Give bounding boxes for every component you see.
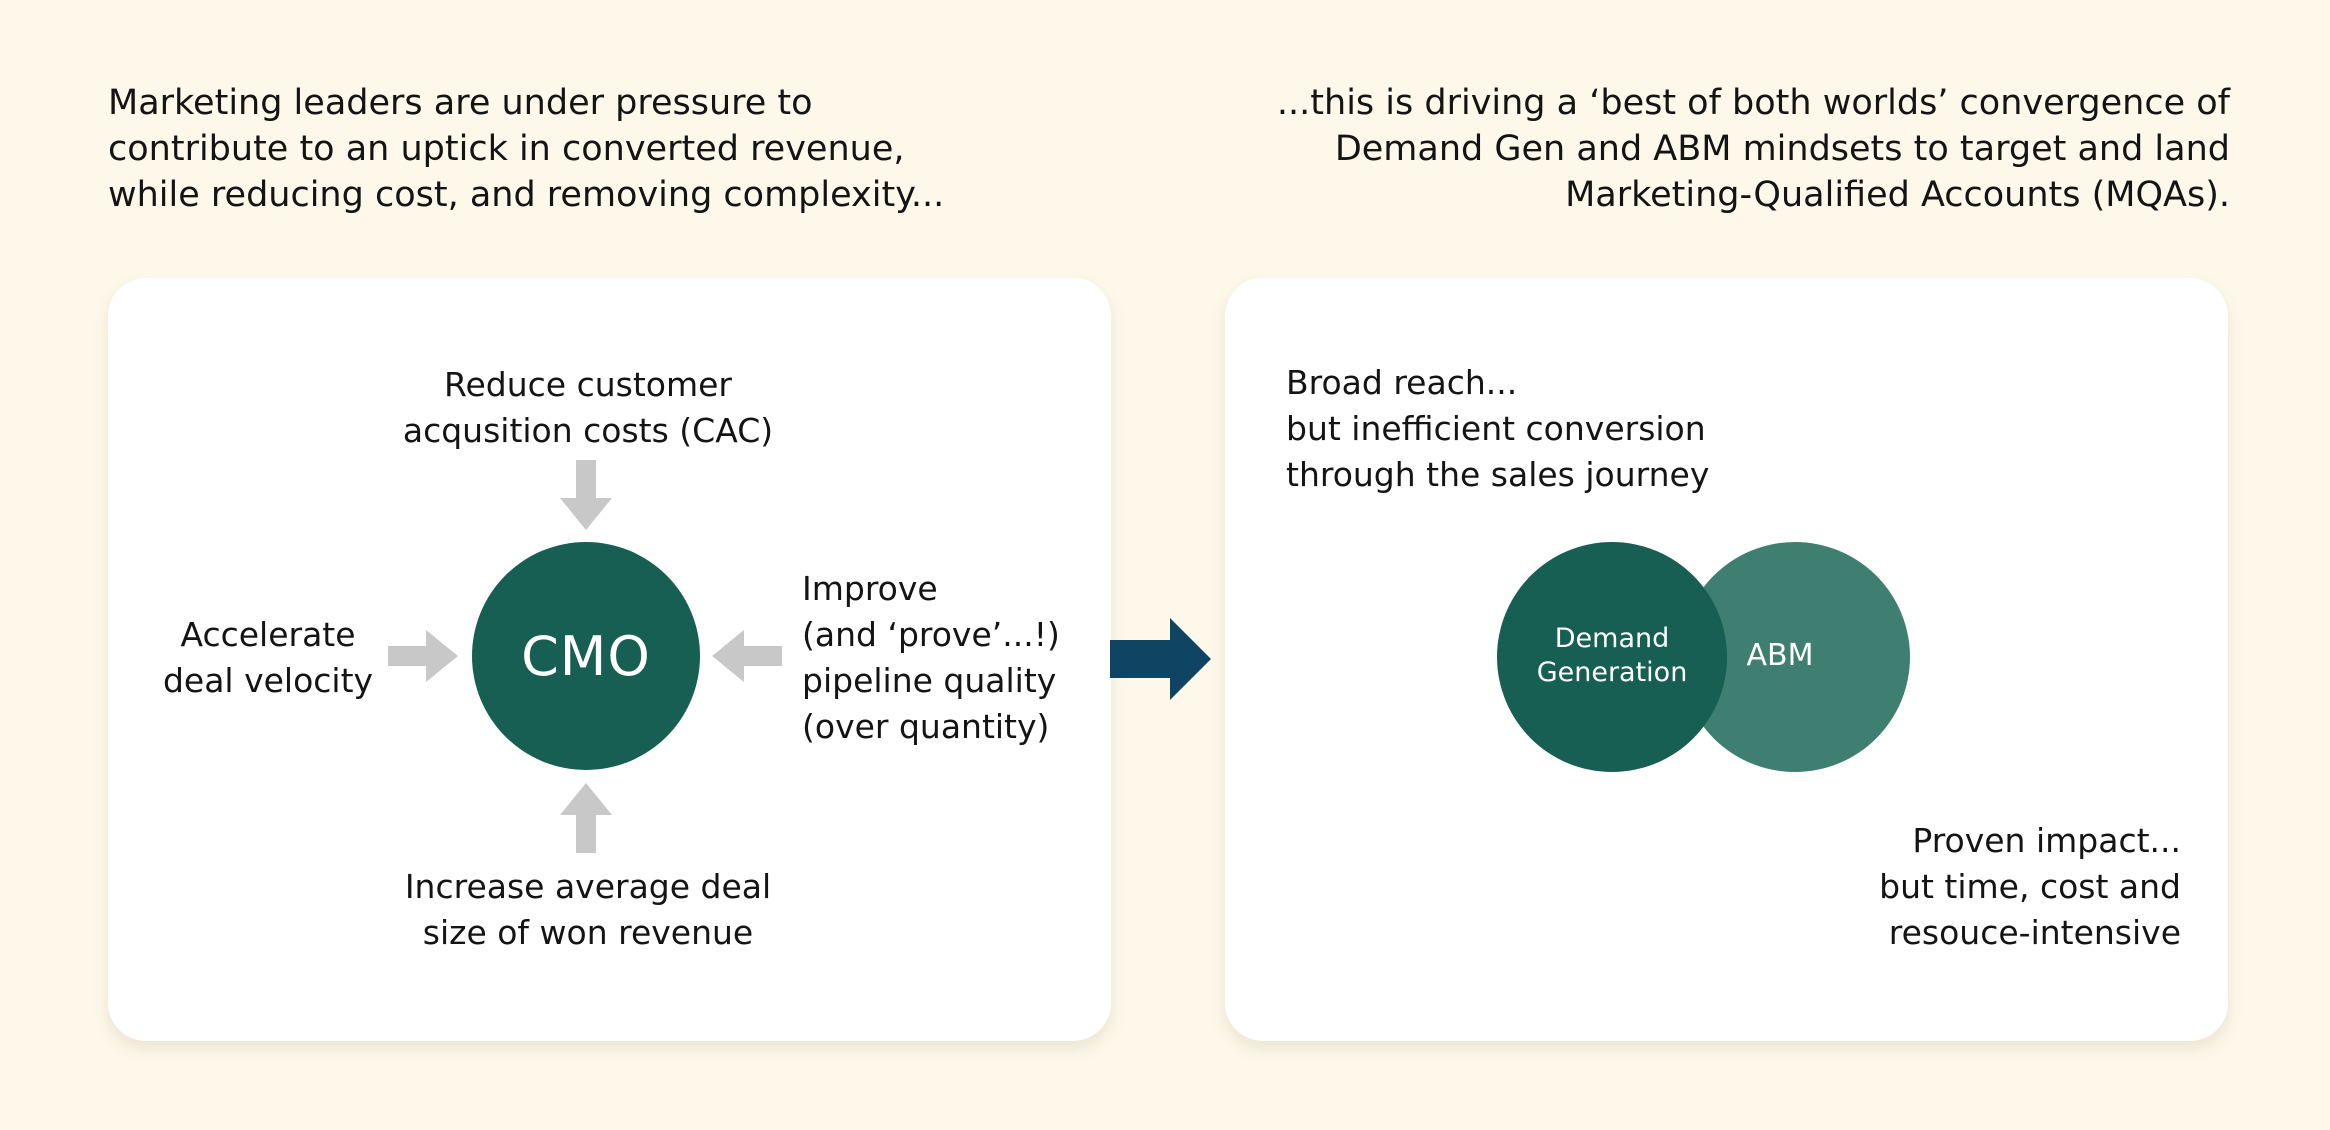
abm-note: Proven impact... but time, cost and reso… (1879, 821, 2181, 952)
cmo-circle: CMO (472, 542, 700, 770)
down-arrow-icon (560, 460, 612, 530)
increase-deal-size-label: Increase average deal size of won revenu… (404, 867, 772, 952)
improve-pipeline-label: Improve (and ‘prove’...!) pipeline quali… (802, 569, 1060, 746)
demand-gen-note: Broad reach... but inefficient conversio… (1286, 363, 1710, 494)
reduce-cac-label: Reduce customer acqusition costs (CAC) (402, 365, 774, 450)
left-arrow-icon (712, 630, 782, 682)
intro-left-text: Marketing leaders are under pressure to … (108, 83, 945, 215)
transition-arrow-icon (1110, 618, 1211, 700)
intro-right-text: ...this is driving a ‘best of both world… (1276, 83, 2230, 215)
cmo-pressures-card: Reduce customer acqusition costs (CAC) A… (108, 278, 1111, 1041)
accelerate-velocity-label: Accelerate deal velocity (162, 615, 374, 700)
abm-label: ABM (1746, 638, 1814, 673)
right-arrow-icon (388, 630, 458, 682)
demand-generation-circle (1497, 542, 1727, 772)
demand-generation-label: Demand Generation (1536, 623, 1688, 688)
up-arrow-icon (560, 783, 612, 853)
cmo-label: CMO (521, 624, 651, 688)
convergence-card: Broad reach... but inefficient conversio… (1225, 278, 2228, 1041)
